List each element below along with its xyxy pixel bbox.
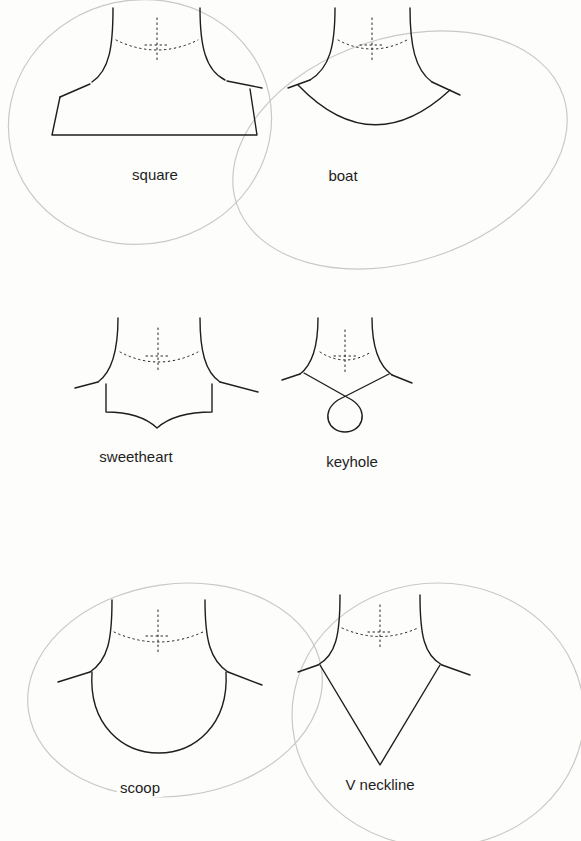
neckline-label: square [129,166,181,184]
v-neckline [298,595,470,765]
neckline-label: V neckline [342,776,417,794]
neckline-label: keyhole [323,453,381,471]
neckline-label: sweetheart [96,448,175,466]
square-neckline [52,8,262,135]
scoop-neckline [58,600,262,753]
neckline-label: scoop [117,779,163,797]
boat-neckline [288,8,460,125]
neckline-label: boat [325,167,360,185]
sweetheart-neckline [75,318,258,428]
keyhole-neckline [282,318,412,432]
